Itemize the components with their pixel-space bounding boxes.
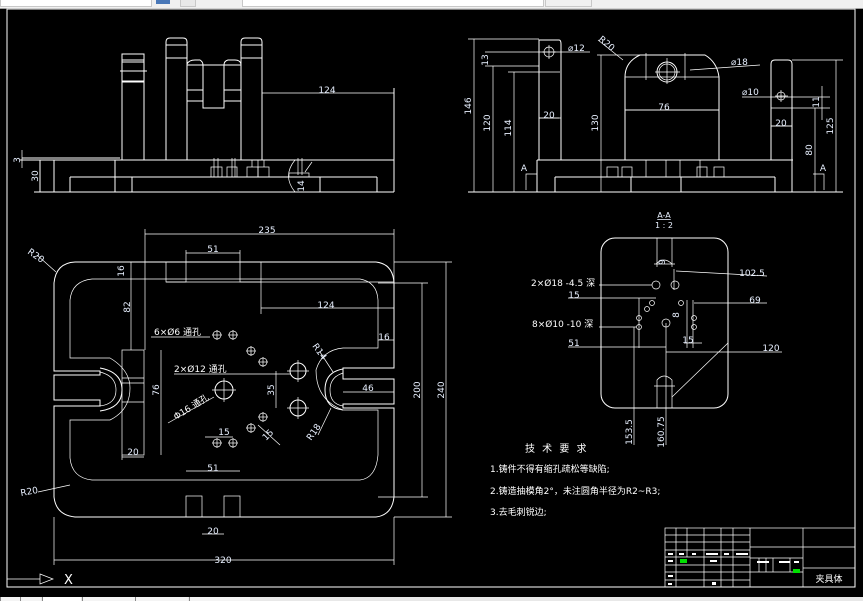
ucs-x-label: X — [64, 573, 73, 588]
toolbar-field-layer[interactable] — [242, 0, 544, 7]
toolbar-field-right[interactable] — [545, 0, 592, 7]
dim-14: 14 — [297, 180, 307, 192]
dim-8: 8 — [672, 312, 682, 318]
dim-51-section: 51 — [568, 339, 579, 349]
dim-d10: ⌀10 — [742, 88, 759, 98]
dim-69: 69 — [749, 296, 761, 306]
drawing-border — [6, 8, 856, 588]
dim-200: 200 — [413, 381, 423, 398]
dim-82: 82 — [123, 301, 133, 312]
dim-r14: R14 — [310, 342, 329, 362]
dim-3: 3 — [13, 157, 23, 163]
dim-46: 46 — [362, 384, 374, 394]
status-bar — [0, 597, 863, 601]
dim-80: 80 — [805, 144, 815, 156]
dim-35: 35 — [267, 384, 277, 395]
dim-153-5: 153.5 — [625, 419, 635, 445]
dim-r20-side: R20 — [596, 35, 616, 54]
dim-20-left: 20 — [127, 448, 139, 458]
dim-124-front: 124 — [318, 86, 335, 96]
dim-30: 30 — [31, 170, 41, 182]
tech-requirement-3: 3.去毛刺锐边; — [490, 506, 547, 518]
dim-320: 320 — [214, 556, 231, 566]
dim-15-holes: 15 — [218, 428, 229, 438]
section-marker-a-right: A — [820, 164, 827, 174]
layout-tab-model[interactable] — [42, 597, 81, 601]
dim-235: 235 — [258, 226, 275, 236]
dim-160-75: 160.75 — [657, 416, 667, 448]
dim-146: 146 — [464, 97, 474, 114]
tech-requirements-title: 技 术 要 求 — [525, 442, 589, 455]
note-6-holes: 6×Ø6 通孔 — [154, 327, 201, 338]
dim-120-section: 120 — [762, 344, 779, 354]
tech-requirement-1: 1.铸件不得有缩孔疏松等缺陷; — [490, 463, 610, 475]
tech-requirement-2: 2.铸造抽模角2°，未注圆角半径为R2~R3; — [490, 485, 660, 497]
dim-20-side-left: 20 — [543, 111, 555, 121]
toolbar-field-left[interactable] — [0, 0, 152, 7]
section-marker-a-left: A — [521, 164, 528, 174]
layout-tab-3[interactable] — [82, 597, 135, 601]
dim-51-bottom: 51 — [207, 464, 218, 474]
dim-76-plan: 76 — [152, 384, 162, 396]
dim-130: 130 — [591, 114, 601, 131]
note-2-holes: 2×Ø12 通孔 — [174, 364, 227, 375]
note-18-holes: 2×Ø18 -4.5 深 — [531, 278, 595, 289]
dim-20-bottom: 20 — [207, 527, 219, 537]
layout-tab-5[interactable] — [189, 597, 250, 601]
dim-16-left: 16 — [117, 265, 127, 277]
dim-11: 11 — [812, 96, 822, 107]
dim-125: 125 — [826, 117, 836, 134]
toolbar-button-rect[interactable] — [180, 0, 196, 7]
dim-20-side-right: 20 — [775, 119, 787, 129]
dim-13: 13 — [481, 54, 491, 65]
dim-9: 9 — [658, 259, 668, 265]
status-indicator-green-1 — [680, 559, 687, 563]
title-block — [664, 527, 856, 588]
toolbar-button-layer[interactable] — [156, 0, 170, 4]
dim-r18: R18 — [305, 422, 324, 442]
dim-102-5: 102.5 — [739, 269, 765, 279]
note-16-hole: Φ16 通孔 — [172, 392, 211, 422]
ucs-icon — [7, 573, 54, 585]
side-view — [468, 38, 843, 193]
dim-r20-bottom: R20 — [20, 486, 39, 499]
section-title: A-A — [657, 211, 671, 220]
dim-15-section-b: 15 — [682, 336, 693, 346]
layout-tab-4[interactable] — [135, 597, 188, 601]
plan-view — [36, 229, 452, 565]
section-scale: 1 : 2 — [655, 221, 673, 230]
note-10-holes: 8×Ø10 -10 深 — [532, 319, 593, 330]
status-indicator-green-2 — [793, 569, 800, 573]
dim-240: 240 — [437, 381, 447, 398]
dim-76-side: 76 — [658, 103, 670, 113]
layout-tab-2[interactable] — [20, 597, 41, 601]
dim-124-plan: 124 — [317, 301, 334, 311]
dim-d18: ⌀18 — [731, 58, 748, 68]
section-view — [568, 237, 782, 445]
dim-d12: ⌀12 — [568, 44, 585, 54]
front-view — [20, 37, 395, 193]
dim-114: 114 — [504, 119, 514, 136]
dim-120-side: 120 — [483, 114, 493, 131]
layout-tab-1[interactable] — [0, 597, 21, 601]
dim-r20-top: R20 — [25, 247, 45, 266]
dim-15-section: 15 — [568, 291, 579, 301]
part-name: 夹具体 — [815, 573, 842, 585]
dim-51-top: 51 — [207, 245, 218, 255]
dim-16-right: 16 — [378, 333, 390, 343]
